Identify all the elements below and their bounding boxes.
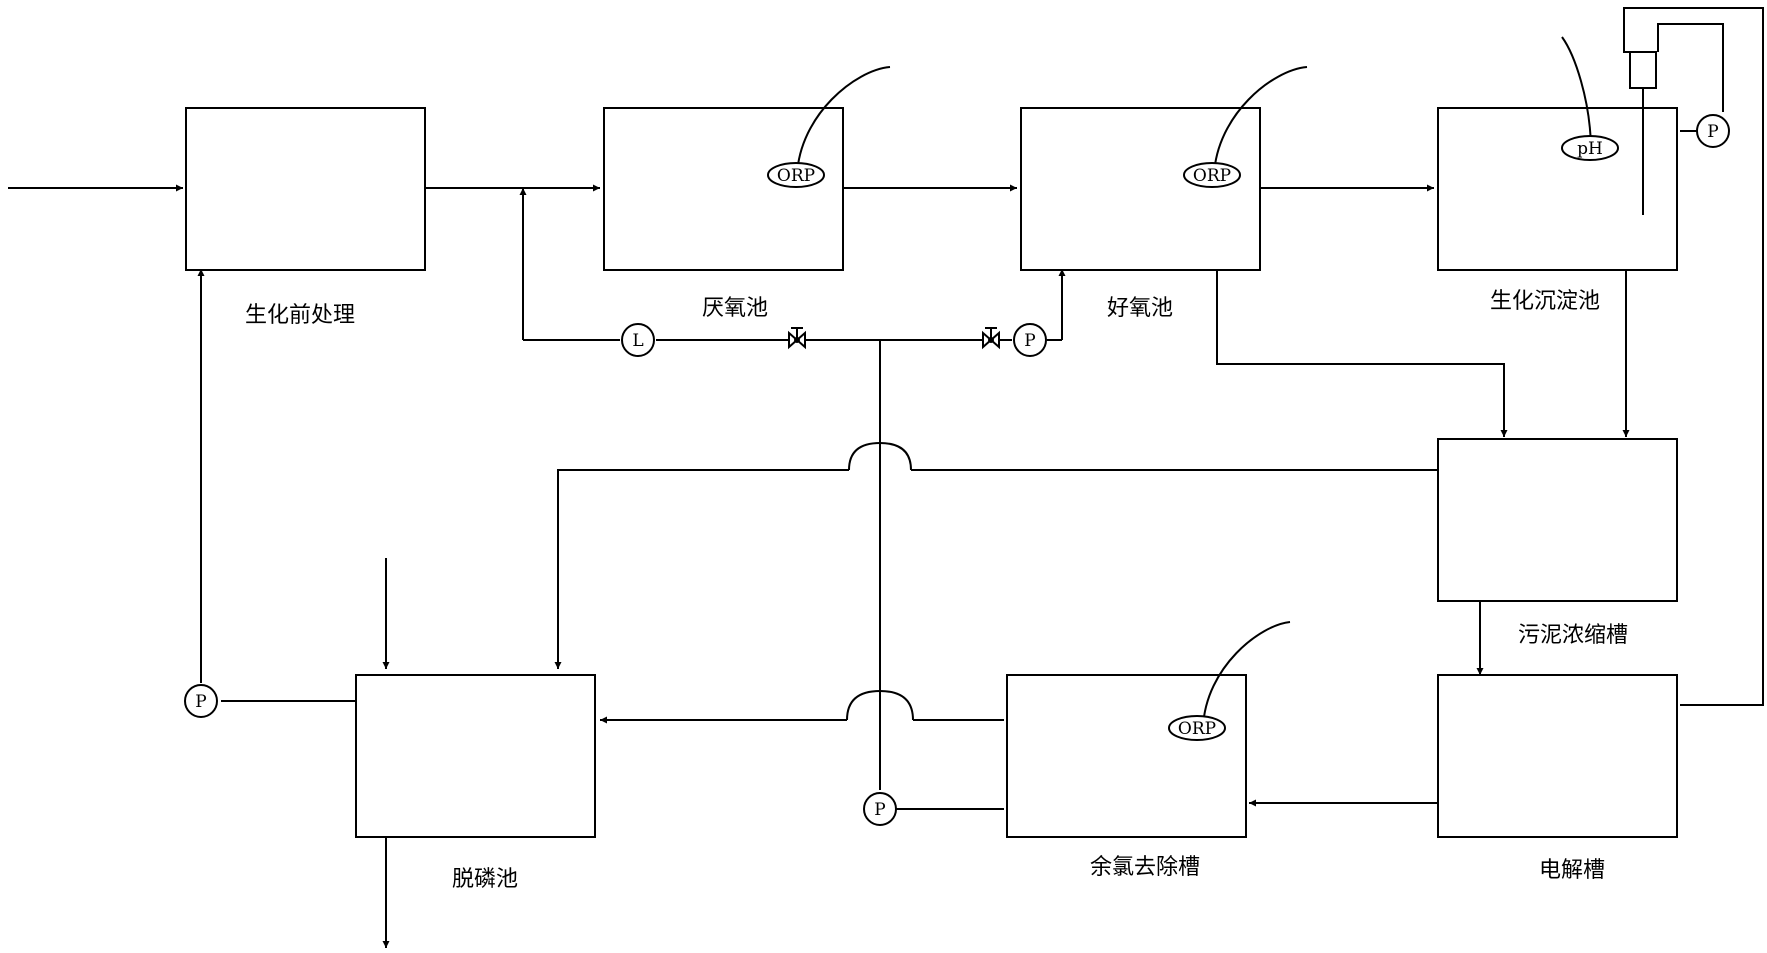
chlorine-orp-sensor bbox=[1168, 715, 1226, 741]
sedimentation-label: 生化沉淀池 bbox=[1490, 289, 1600, 314]
chlorine-orp-label: ORP bbox=[1178, 719, 1216, 739]
dephos-return-pump-label: P bbox=[195, 692, 206, 712]
chlorine-removal-label: 余氯去除槽 bbox=[1090, 855, 1200, 880]
electrolysis-label: 电解槽 bbox=[1539, 858, 1605, 883]
aerobic-tank bbox=[1020, 107, 1261, 271]
dosing-device bbox=[1629, 51, 1657, 89]
aerobic-recycle-pump-label: P bbox=[1024, 331, 1035, 351]
tank-labels: 生化前处理 厌氧池 好氧池 生化沉淀池 污泥浓缩槽 电解槽 余氯去除槽 脱磷池 bbox=[245, 289, 1628, 892]
level-meter bbox=[621, 323, 655, 357]
thickener-tank bbox=[1437, 438, 1678, 602]
aerobic-orp-cable bbox=[1213, 66, 1308, 176]
anaerobic-tank bbox=[603, 107, 844, 271]
aerobic-sludge-line bbox=[1216, 269, 1508, 437]
tanks bbox=[185, 107, 1678, 838]
valve-right bbox=[982, 327, 1000, 350]
aerobic-orp-sensor bbox=[1183, 162, 1241, 188]
electrolysis-tank bbox=[1437, 674, 1678, 838]
chlorine-dosing-pump-label: P bbox=[874, 800, 885, 820]
pumps-and-valves: P P L P P bbox=[184, 114, 1730, 826]
aerobic-label: 好氧池 bbox=[1107, 296, 1173, 321]
sedimentation-pump-label: P bbox=[1707, 122, 1718, 142]
chlorine-dosing-pump bbox=[863, 792, 897, 826]
dephosphorization-tank bbox=[355, 674, 596, 838]
anaerobic-orp-label: ORP bbox=[777, 166, 815, 186]
sedimentation-pump-riser bbox=[1657, 23, 1724, 112]
anaerobic-orp-cable bbox=[796, 66, 891, 176]
electrolysis-loop-line bbox=[1623, 7, 1764, 706]
aerobic-recycle-pump bbox=[1013, 323, 1047, 357]
ph-cable bbox=[1561, 36, 1592, 148]
anaerobic-orp-sensor bbox=[767, 162, 825, 188]
chlorine-removal-tank bbox=[1006, 674, 1247, 838]
thickener-return-line-left bbox=[554, 469, 849, 669]
chlorine-to-dephos-line-jump bbox=[846, 689, 914, 721]
ph-sensor bbox=[1561, 135, 1619, 161]
sedimentation-pump bbox=[1696, 114, 1730, 148]
sedimentation-instruments: pH bbox=[1561, 36, 1657, 215]
thickener-return-line-jump bbox=[848, 441, 912, 471]
orp-probes: ORP ORP ORP bbox=[767, 66, 1308, 741]
dephosphorization-label: 脱磷池 bbox=[452, 867, 518, 892]
ph-label: pH bbox=[1577, 139, 1603, 159]
sedimentation-tank bbox=[1437, 107, 1678, 271]
anaerobic-label: 厌氧池 bbox=[702, 296, 768, 321]
pretreatment-label: 生化前处理 bbox=[245, 303, 355, 328]
dephos-return-pump bbox=[184, 684, 218, 718]
aerobic-orp-label: ORP bbox=[1193, 166, 1231, 186]
pretreatment-tank bbox=[185, 107, 426, 271]
chlorine-orp-cable bbox=[1202, 621, 1291, 728]
thickener-label: 污泥浓缩槽 bbox=[1518, 623, 1628, 648]
flow-lines bbox=[8, 7, 1764, 948]
valve-left bbox=[788, 327, 806, 350]
level-meter-label: L bbox=[632, 331, 643, 351]
